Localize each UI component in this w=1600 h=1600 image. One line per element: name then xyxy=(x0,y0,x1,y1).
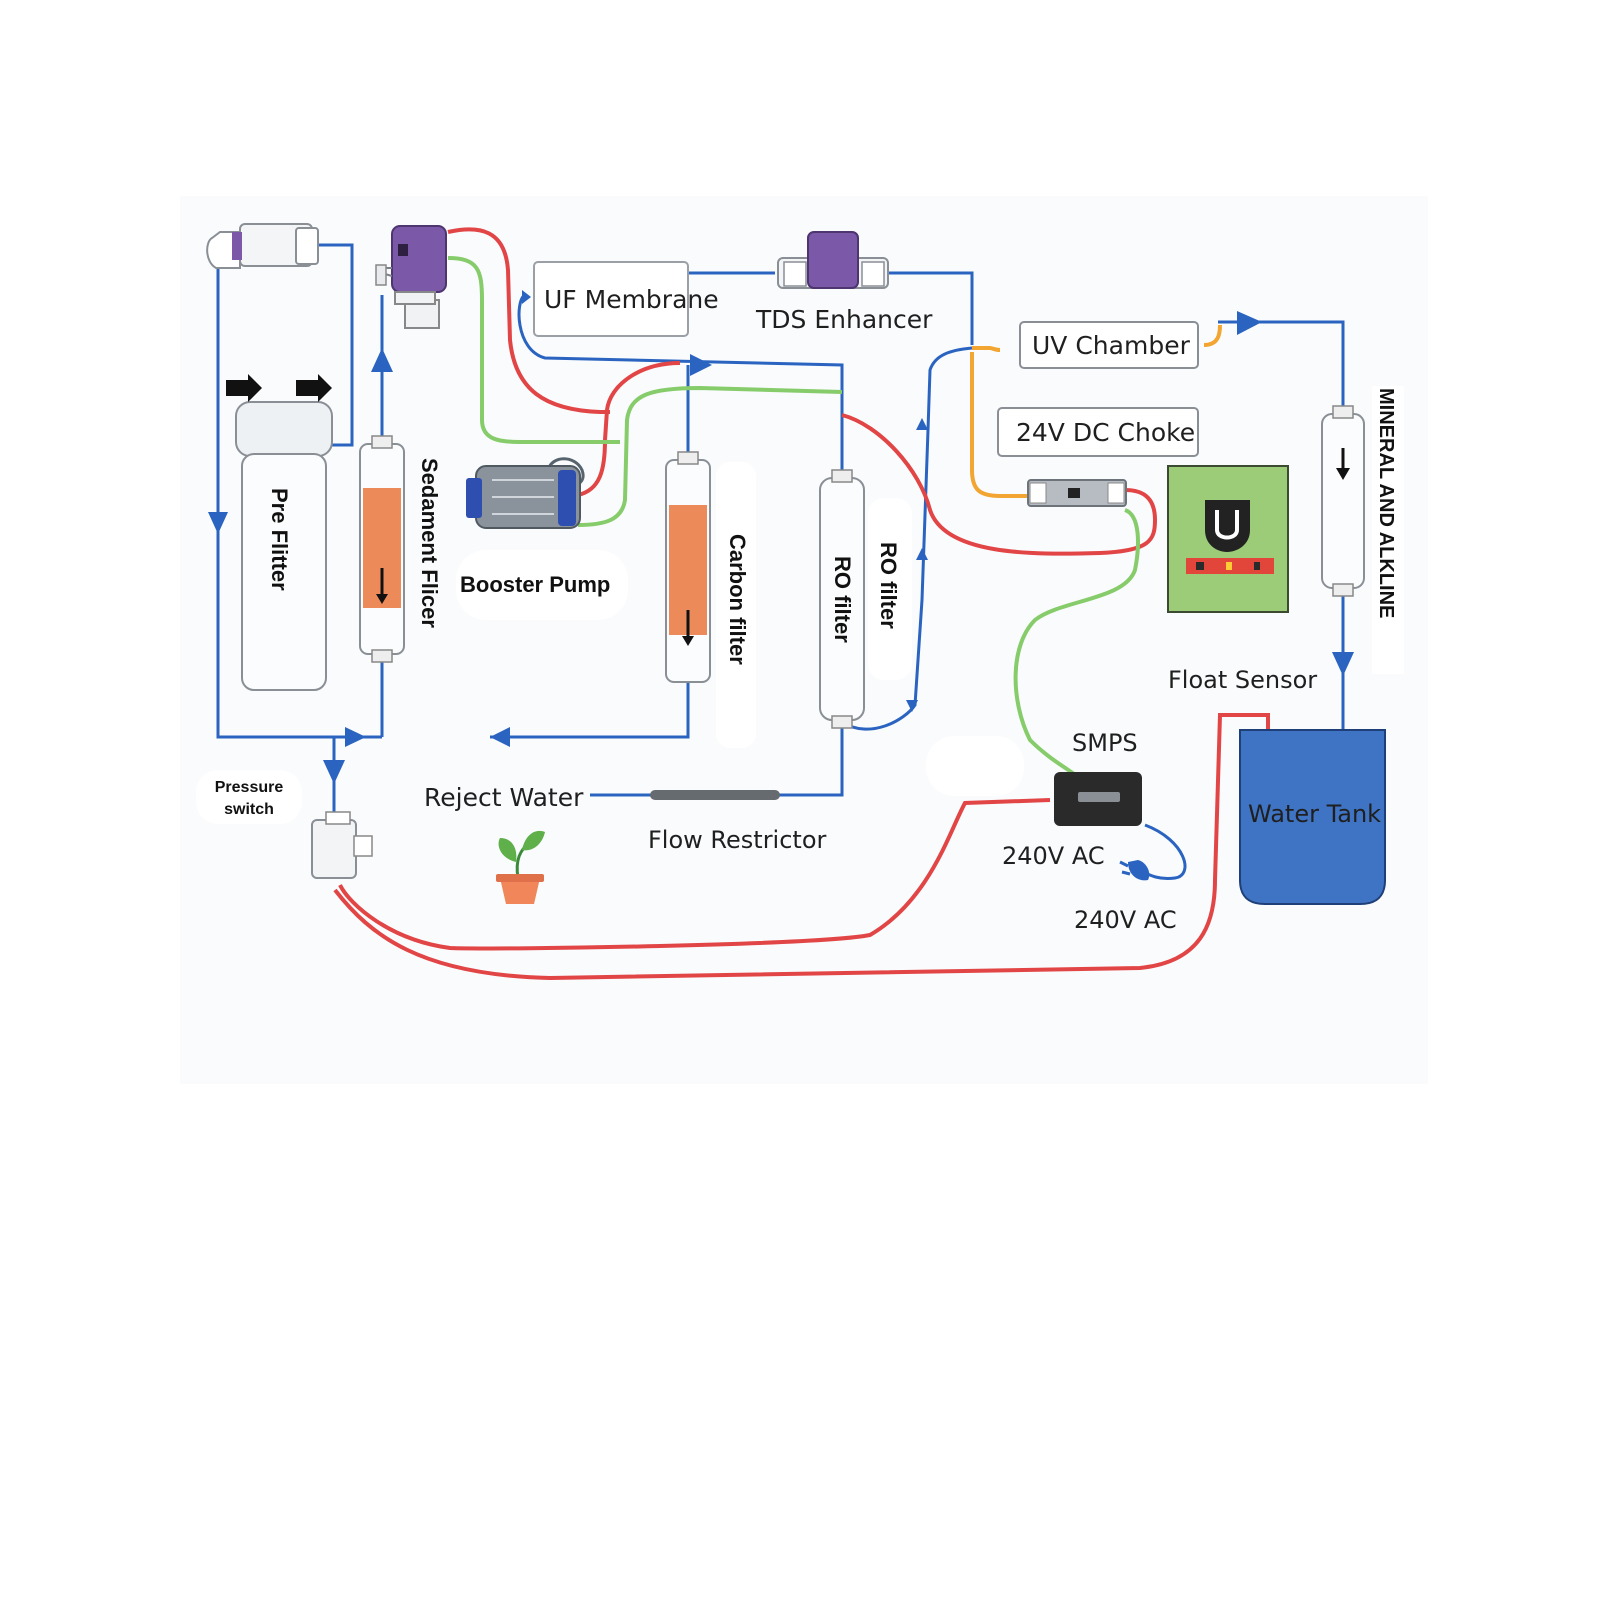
carbon-filter-label: Carbon filter xyxy=(725,534,750,665)
mineral-label-bg xyxy=(1372,386,1404,674)
carbon-label-bg xyxy=(716,462,756,748)
ac-label-1: 240V AC xyxy=(1002,842,1105,870)
blank-label-patch xyxy=(926,736,1024,796)
pressure-switch xyxy=(311,811,373,879)
reject-water-label: Reject Water xyxy=(424,783,584,812)
mineral-cartridge xyxy=(1321,405,1365,597)
flow-restrictor xyxy=(650,790,780,800)
plant-icon xyxy=(496,830,545,904)
text-labels: UF Membrane TDS Enhancer UV Chamber 24V … xyxy=(215,285,1397,934)
inlet-faucet xyxy=(206,223,319,269)
water-lines xyxy=(216,243,1345,880)
uv-lines xyxy=(970,324,1222,498)
booster-pump-label-bg xyxy=(456,550,628,620)
sediment-filter-label: Sedament Flicer xyxy=(417,458,442,628)
plug-icon xyxy=(1119,860,1150,881)
booster-pump-label: Booster Pump xyxy=(460,572,610,597)
uf-membrane-label: UF Membrane xyxy=(544,285,719,314)
dc-choke-box xyxy=(997,407,1199,457)
smps-label: SMPS xyxy=(1072,729,1138,757)
pressure-switch-label-line1: Pressure xyxy=(215,779,284,796)
power-lines xyxy=(333,227,1270,981)
tds-enhancer-label: TDS Enhancer xyxy=(755,305,933,334)
ro-filter-label-2: RO filter xyxy=(876,542,901,629)
flow-restrictor-label: Flow Restrictor xyxy=(648,826,827,854)
pre-filter-label: Pre Flitter xyxy=(267,488,292,591)
solenoid-valve xyxy=(375,225,447,329)
dc-choke xyxy=(1027,479,1127,507)
water-tank xyxy=(1239,729,1386,905)
dc-choke-label: 24V DC Choke xyxy=(1016,418,1195,447)
pre-filter xyxy=(226,374,333,691)
sediment-filter xyxy=(359,435,405,663)
booster-pump xyxy=(466,457,585,529)
pressure-switch-label-line2: switch xyxy=(224,801,274,818)
float-sensor-label: Float Sensor xyxy=(1168,666,1317,694)
signal-lines xyxy=(447,256,1140,777)
uv-chamber-box xyxy=(1019,321,1199,369)
tds-enhancer xyxy=(777,231,889,289)
controller-panel xyxy=(1167,465,1289,613)
uv-chamber-label: UV Chamber xyxy=(1032,331,1191,360)
carbon-filter xyxy=(665,451,711,683)
mineral-alkaline-label: MINERAL AND ALKLINE xyxy=(1375,388,1397,618)
smps xyxy=(1054,772,1142,826)
ac-label-2: 240V AC xyxy=(1074,906,1177,934)
water-tank-label: Water Tank xyxy=(1248,800,1381,828)
ro-filter-label-1: RO filter xyxy=(830,556,855,643)
uf-membrane-box xyxy=(533,261,689,337)
pressure-switch-label-bg xyxy=(196,770,302,824)
ro-filter xyxy=(819,469,865,729)
flow-arrows xyxy=(208,290,1354,784)
ro-label-bg xyxy=(868,498,912,680)
